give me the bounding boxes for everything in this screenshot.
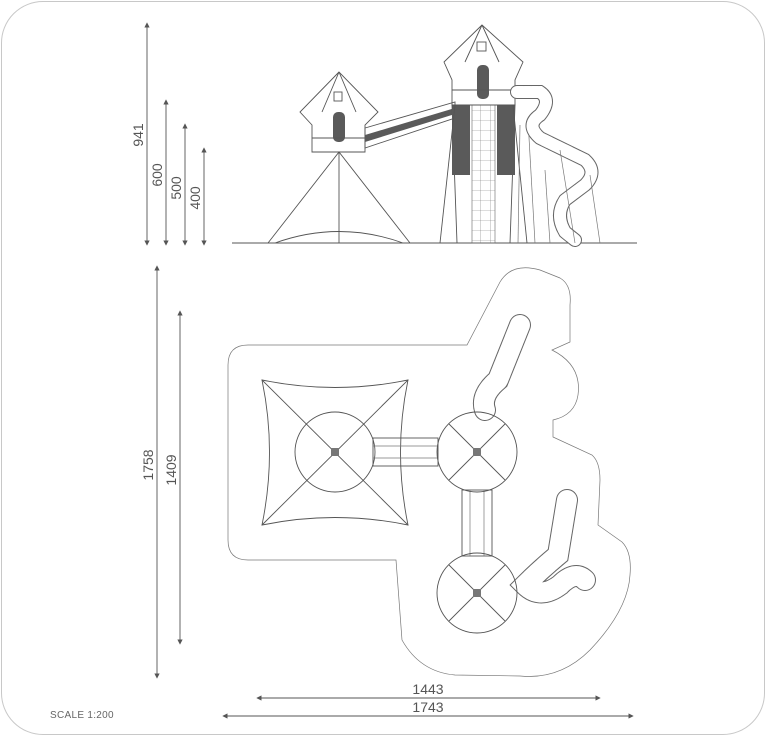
slide-1-plan xyxy=(472,314,531,421)
slide-2-plan xyxy=(509,489,596,604)
tower-2-plan xyxy=(436,411,518,493)
bridge-vertical-plan xyxy=(461,489,493,557)
dimension-label-1409: 1409 xyxy=(163,454,179,485)
dimension-label-400: 400 xyxy=(187,186,203,210)
scale-label: SCALE 1:200 xyxy=(50,710,114,721)
dimension-label-1743: 1743 xyxy=(412,699,443,715)
left-tower-elevation xyxy=(267,71,411,244)
dimension-label-1758: 1758 xyxy=(140,449,156,480)
elevation-dimensions: 941 600 500 400 xyxy=(130,22,207,246)
plan-dimensions: 1758 1409 1443 1743 xyxy=(140,265,634,719)
safety-zone-outline xyxy=(227,267,631,677)
tower-1-center xyxy=(331,448,339,456)
tower-3-plan xyxy=(436,552,518,634)
elevation-view xyxy=(232,24,637,247)
bridge-horizontal-plan xyxy=(372,437,439,467)
right-tower-elevation xyxy=(439,24,536,244)
dimension-label-600: 600 xyxy=(149,163,165,187)
plan-view xyxy=(227,267,631,677)
dimension-label-941: 941 xyxy=(130,123,146,147)
bridge-elevation xyxy=(364,101,456,149)
dimension-label-500: 500 xyxy=(168,176,184,200)
tube-slide-elevation xyxy=(510,85,601,247)
dimension-label-1443: 1443 xyxy=(412,681,443,697)
